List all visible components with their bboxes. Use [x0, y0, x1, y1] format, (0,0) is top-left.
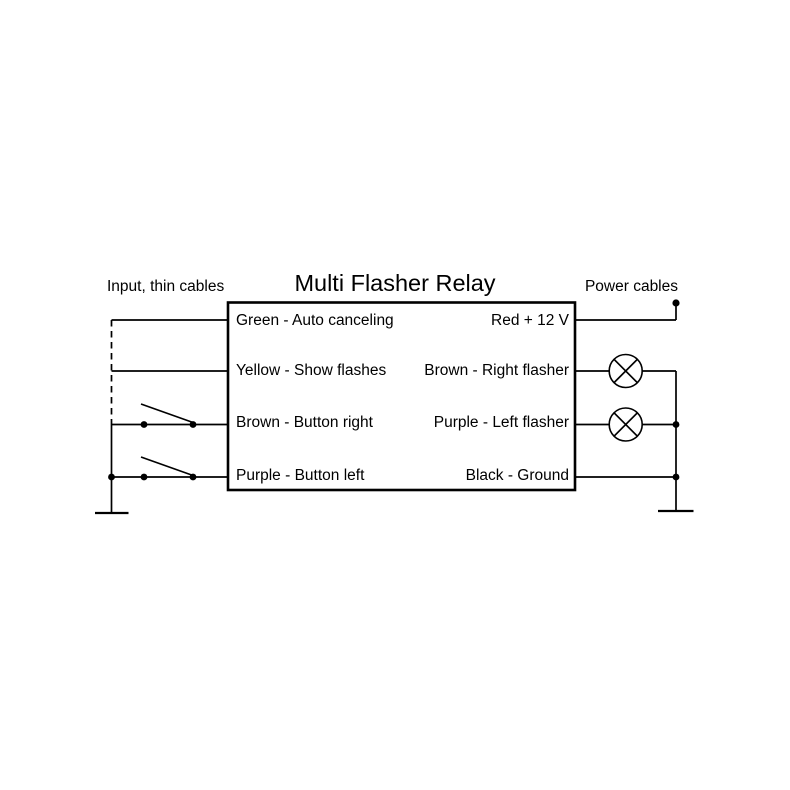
lamp-icon-left-flasher	[608, 407, 644, 442]
junction-dot	[672, 473, 680, 481]
pin-label-purple-button-left: Purple - Button left	[236, 467, 365, 484]
pin-label-brown-right-flasher: Brown - Right flasher	[424, 362, 569, 379]
pin-label-brown-button-right: Brown - Button right	[236, 414, 373, 431]
switch-contact-dot	[189, 473, 197, 481]
lamp-icon-right-flasher	[608, 353, 644, 389]
diagram-title: Multi Flasher Relay	[294, 270, 496, 296]
pin-label-red-12v: Red + 12 V	[491, 312, 569, 329]
pin-label-purple-left-flasher: Purple - Left flasher	[433, 414, 569, 431]
input-wiring	[95, 319, 229, 515]
lamp-cross	[613, 358, 638, 384]
switch-lever	[140, 403, 194, 424]
switch-icon-button-left	[140, 456, 197, 481]
junction-dot	[672, 421, 680, 428]
relay-box-outline	[226, 301, 577, 492]
power-junction-dot	[672, 299, 680, 307]
switch-contact-dot	[140, 473, 148, 481]
relay-box	[226, 301, 577, 492]
switch-contact-dot	[140, 421, 148, 428]
pin-label-black-ground: Black - Ground	[465, 467, 569, 484]
switch-lever	[140, 456, 194, 477]
switch-contact-dot	[189, 421, 197, 428]
lamp-cross	[613, 412, 638, 437]
pin-label-green-auto-canceling: Green - Auto canceling	[236, 312, 394, 329]
power-cables-label: Power cables	[584, 278, 678, 295]
switch-icon-button-right	[140, 403, 197, 428]
junction-dot	[108, 473, 115, 481]
pin-label-yellow-show-flashes: Yellow - Show flashes	[236, 362, 387, 379]
power-wiring	[574, 299, 694, 513]
input-cables-label: Input, thin cables	[107, 278, 225, 295]
